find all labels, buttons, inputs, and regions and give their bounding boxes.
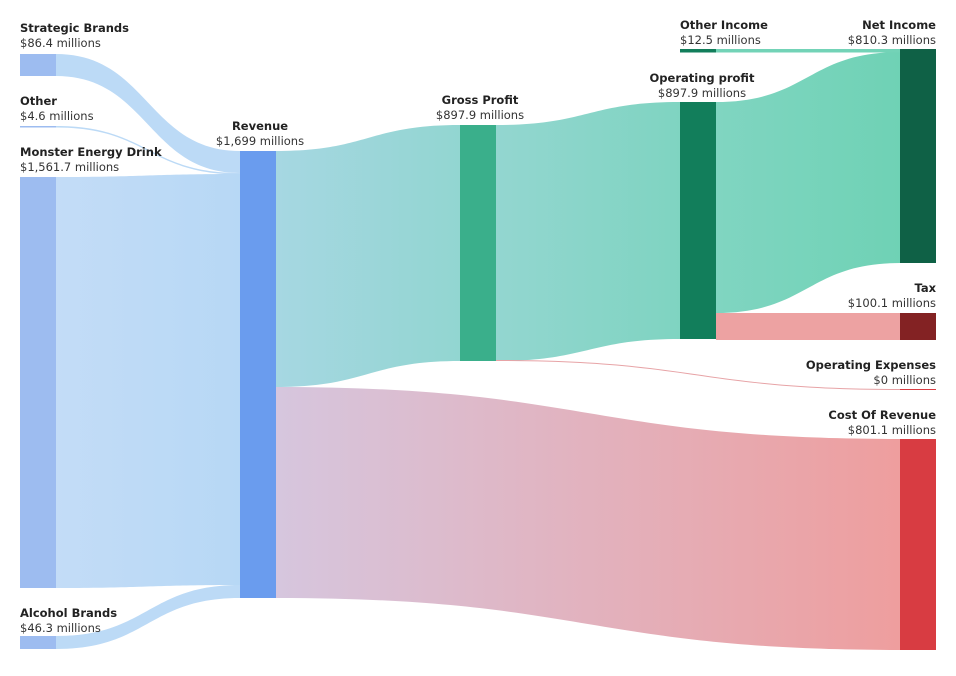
node-label-tax: Tax <box>914 281 936 295</box>
node-strategic <box>20 54 56 76</box>
node-opprofit <box>680 102 716 339</box>
node-value-gross: $897.9 millions <box>436 108 524 122</box>
node-value-monster: $1,561.7 millions <box>20 160 119 174</box>
node-label-opex: Operating Expenses <box>806 358 936 372</box>
node-label-alcohol: Alcohol Brands <box>20 606 117 620</box>
node-label-revenue: Revenue <box>232 119 288 133</box>
node-other <box>20 126 56 128</box>
link-opprofit-to-netincome <box>716 52 900 313</box>
node-label-other: Other <box>20 94 57 108</box>
node-tax <box>900 313 936 340</box>
link-revenue-to-gross <box>276 125 460 387</box>
node-value-costrev: $801.1 millions <box>848 423 936 437</box>
node-value-other: $4.6 millions <box>20 109 94 123</box>
link-alcohol-to-revenue <box>56 585 240 649</box>
node-label-netincome: Net Income <box>862 18 936 32</box>
node-opex <box>900 389 936 390</box>
link-gross-to-opprofit <box>496 102 680 361</box>
link-strategic-to-revenue <box>56 54 240 173</box>
link-monster-to-revenue <box>56 174 240 588</box>
node-label-otherincome: Other Income <box>680 18 768 32</box>
link-gross-to-opex <box>496 360 900 390</box>
node-label-gross: Gross Profit <box>442 93 519 107</box>
node-netincome <box>900 49 936 263</box>
node-otherincome <box>680 49 716 53</box>
node-label-costrev: Cost Of Revenue <box>828 408 936 422</box>
node-costrev <box>900 439 936 650</box>
nodes-layer <box>20 49 936 650</box>
node-value-tax: $100.1 millions <box>848 296 936 310</box>
link-opprofit-to-tax <box>716 313 900 340</box>
node-monster <box>20 177 56 588</box>
links-layer <box>56 49 900 650</box>
link-otherincome-to-netincome <box>716 49 900 53</box>
node-alcohol <box>20 636 56 649</box>
node-value-opprofit: $897.9 millions <box>658 86 746 100</box>
node-value-strategic: $86.4 millions <box>20 36 101 50</box>
node-revenue <box>240 151 276 598</box>
node-label-monster: Monster Energy Drink <box>20 145 162 159</box>
node-value-alcohol: $46.3 millions <box>20 621 101 635</box>
node-label-opprofit: Operating profit <box>650 71 755 85</box>
labels-layer: Strategic Brands$86.4 millionsOther$4.6 … <box>20 18 937 635</box>
node-value-opex: $0 millions <box>873 373 936 387</box>
node-value-netincome: $810.3 millions <box>848 33 936 47</box>
node-value-otherincome: $12.5 millions <box>680 33 761 47</box>
node-value-revenue: $1,699 millions <box>216 134 304 148</box>
node-label-strategic: Strategic Brands <box>20 21 129 35</box>
node-gross <box>460 125 496 361</box>
link-revenue-to-costrev <box>276 387 900 650</box>
link-other-to-revenue <box>56 126 240 175</box>
